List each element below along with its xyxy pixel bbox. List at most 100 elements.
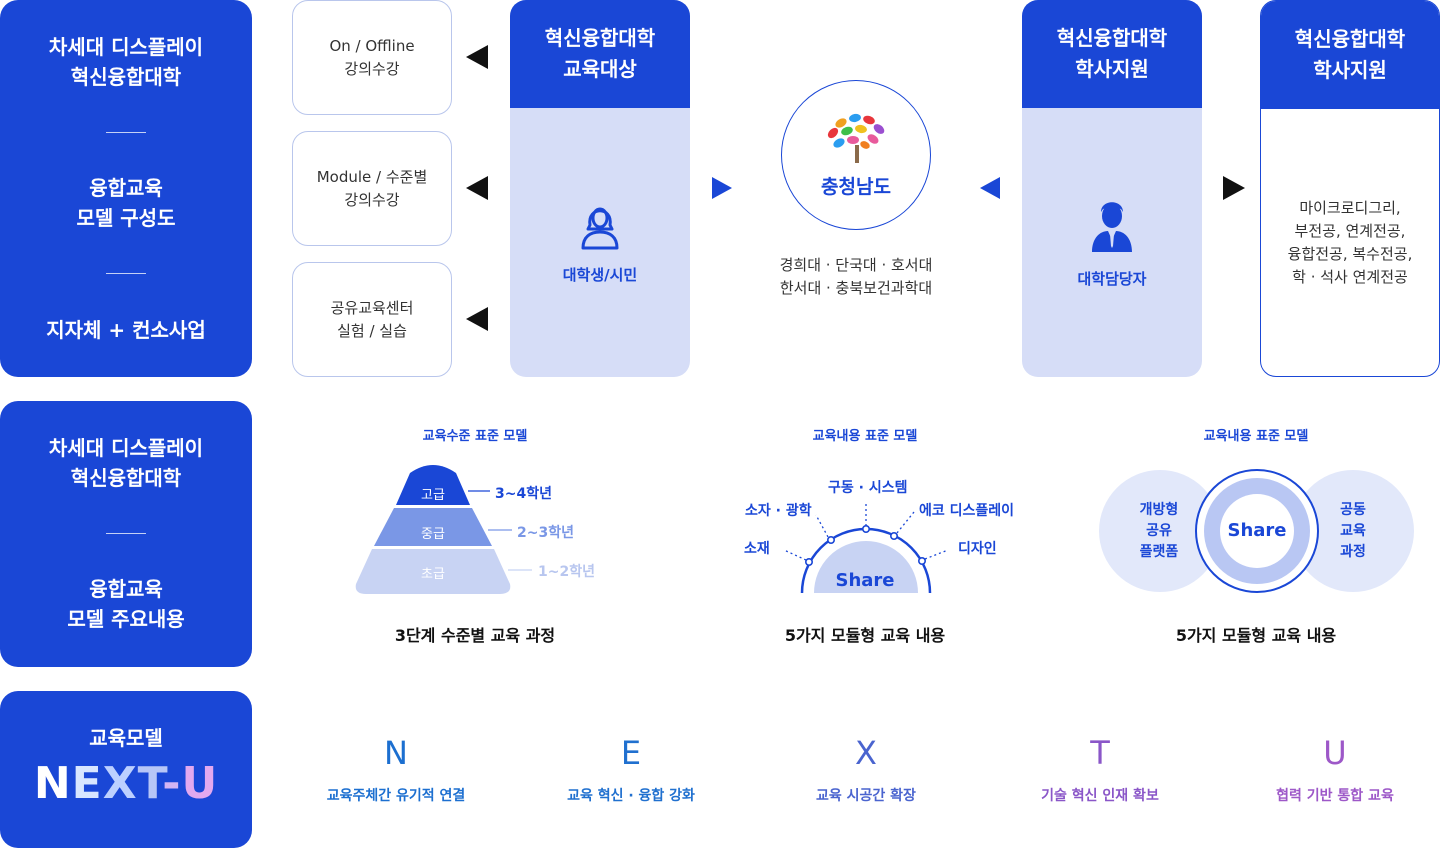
- tier-label-advanced: 고급: [421, 488, 445, 503]
- logo-letter-u: U: [181, 758, 219, 809]
- universities-line-1: 경희대 · 단국대 · 호서대: [779, 256, 933, 274]
- universities-line-2: 한서대 · 충북보건과학대: [779, 279, 933, 297]
- pyramid-tier-intermediate: [374, 508, 492, 546]
- left-block-contents: 차세대 디스플레이 혁신융합대학 융합교육 모델 주요내용: [0, 401, 252, 667]
- divider: [106, 273, 146, 274]
- card-label: 대학생/시민: [562, 266, 638, 284]
- next-desc-u: 협력 기반 통합 교육: [1276, 788, 1394, 804]
- next-letter-t: T: [1090, 734, 1110, 772]
- level-pyramid: [355, 465, 532, 594]
- text-line: 교육: [1340, 523, 1366, 539]
- left-block-title-1: 차세대 디스플레이: [48, 35, 204, 59]
- section-title: 교육수준 표준 모델: [422, 429, 528, 444]
- card-title-2: 교육대상: [563, 57, 637, 81]
- module-arc-diagram: [783, 502, 949, 594]
- arrow-right-icon: [712, 177, 732, 199]
- left-block-nextu: 교육모델 NEXT-U: [0, 691, 252, 848]
- tier-years-beginner: 1~2학년: [538, 564, 595, 580]
- module-label-eco: 에코 디스플레이: [919, 503, 1015, 519]
- module-label-device: 소자 · 광학: [745, 503, 812, 519]
- module-label-material: 소재: [744, 541, 770, 557]
- next-letter-x: X: [855, 734, 877, 772]
- section-caption: 5가지 모듈형 교육 내용: [1175, 626, 1337, 645]
- module-label-system: 구동 · 시스템: [828, 480, 908, 496]
- logo-letter-t: T: [137, 758, 163, 809]
- text-line: 개방형: [1139, 502, 1179, 518]
- section-title: 교육내용 표준 모델: [812, 429, 918, 444]
- section-caption: 5가지 모듈형 교육 내용: [784, 626, 946, 645]
- box-line-1: On / Offline: [329, 36, 415, 55]
- card-title-1: 혁신융합대학: [1294, 27, 1406, 51]
- next-letter-e: E: [620, 734, 642, 772]
- support-line: 학 · 석사 연계전공: [1292, 268, 1408, 286]
- open-platform-text: 개방형 공유 플랫폼: [1124, 500, 1194, 563]
- next-desc-n: 교육주체간 유기적 연결: [326, 788, 466, 804]
- tier-label-intermediate: 중급: [421, 527, 445, 542]
- left-block-structure: 차세대 디스플레이 혁신융합대학 융합교육 모델 구성도 지자체 + 컨소사업: [0, 0, 252, 377]
- joint-course-text: 공동 교육 과정: [1320, 500, 1386, 563]
- box-line-1: Module / 수준별: [316, 167, 428, 186]
- edu-model-title: 교육모델: [89, 726, 163, 750]
- arrow-right-icon: [1223, 176, 1245, 200]
- left-block-subtitle-2: 모델 주요내용: [67, 607, 185, 631]
- tier-label-beginner: 초급: [421, 567, 445, 582]
- next-letter-u: U: [1323, 734, 1347, 772]
- left-block-subtitle-1: 융합교육: [89, 577, 163, 601]
- next-desc-t: 기술 혁신 인재 확보: [1041, 788, 1159, 804]
- center-circle: 충청남도: [781, 80, 931, 230]
- tier-years-intermediate: 2~3학년: [517, 525, 574, 541]
- logo-letter-e: E: [71, 758, 103, 809]
- divider: [106, 132, 146, 133]
- module-center-label: Share: [835, 570, 895, 591]
- text-line: 과정: [1340, 544, 1366, 560]
- box-line-2: 강의수강: [344, 190, 400, 209]
- box-line-2: 실험 / 실습: [337, 321, 407, 340]
- left-block-subtitle-1: 융합교육: [89, 176, 163, 200]
- box-line-1: 공유교육센터: [330, 298, 414, 317]
- divider: [106, 533, 146, 534]
- left-block-title-1: 차세대 디스플레이: [48, 436, 204, 460]
- share-center-label: Share: [1227, 520, 1287, 541]
- left-block-subtitle-2: 모델 구성도: [76, 206, 176, 230]
- text-line: 공유: [1146, 523, 1172, 539]
- section-caption: 3단계 수준별 교육 과정: [394, 626, 556, 645]
- arrow-left-icon: [466, 45, 488, 69]
- student-icon: [581, 207, 619, 250]
- card-title-1: 혁신융합대학: [544, 26, 656, 50]
- next-letter-n: N: [384, 734, 408, 772]
- left-block-title-2: 혁신융합대학: [70, 466, 182, 490]
- tier-years-advanced: 3~4학년: [495, 486, 552, 502]
- support-list: 마이크로디그리, 부전공, 연계전공, 융합전공, 복수전공, 학 · 석사 연…: [1261, 197, 1439, 289]
- circle-share-inner: [1220, 494, 1294, 568]
- logo-letter-dash: -: [162, 758, 182, 809]
- center-logo-text: 충청남도: [821, 176, 891, 198]
- next-desc-x: 교육 시공간 확장: [816, 788, 916, 804]
- left-block-subtitle-3: 지자체 + 컨소사업: [46, 318, 206, 342]
- support-line: 마이크로디그리,: [1299, 199, 1401, 217]
- logo-letter-x: X: [102, 758, 138, 809]
- chungnam-tree-logo: [827, 113, 885, 163]
- module-label-design: 디자인: [958, 541, 997, 557]
- text-line: 플랫폼: [1139, 544, 1179, 560]
- text-line: 공동: [1340, 502, 1366, 518]
- pyramid-tier-beginner: [355, 549, 511, 594]
- card-title-2: 학사지원: [1313, 58, 1387, 82]
- support-line: 융합전공, 복수전공,: [1287, 245, 1413, 263]
- online-lecture-box: On / Offline 강의수강: [292, 0, 452, 115]
- box-line-2: 강의수강: [344, 59, 400, 78]
- support-line: 부전공, 연계전공,: [1294, 222, 1406, 240]
- arrow-left-icon: [980, 177, 1000, 199]
- section-title: 교육내용 표준 모델: [1203, 429, 1309, 444]
- card-label: 대학담당자: [1077, 270, 1147, 288]
- staff-icon: [1092, 202, 1132, 252]
- logo-letter-n: N: [33, 758, 72, 809]
- arrow-left-icon: [466, 307, 488, 331]
